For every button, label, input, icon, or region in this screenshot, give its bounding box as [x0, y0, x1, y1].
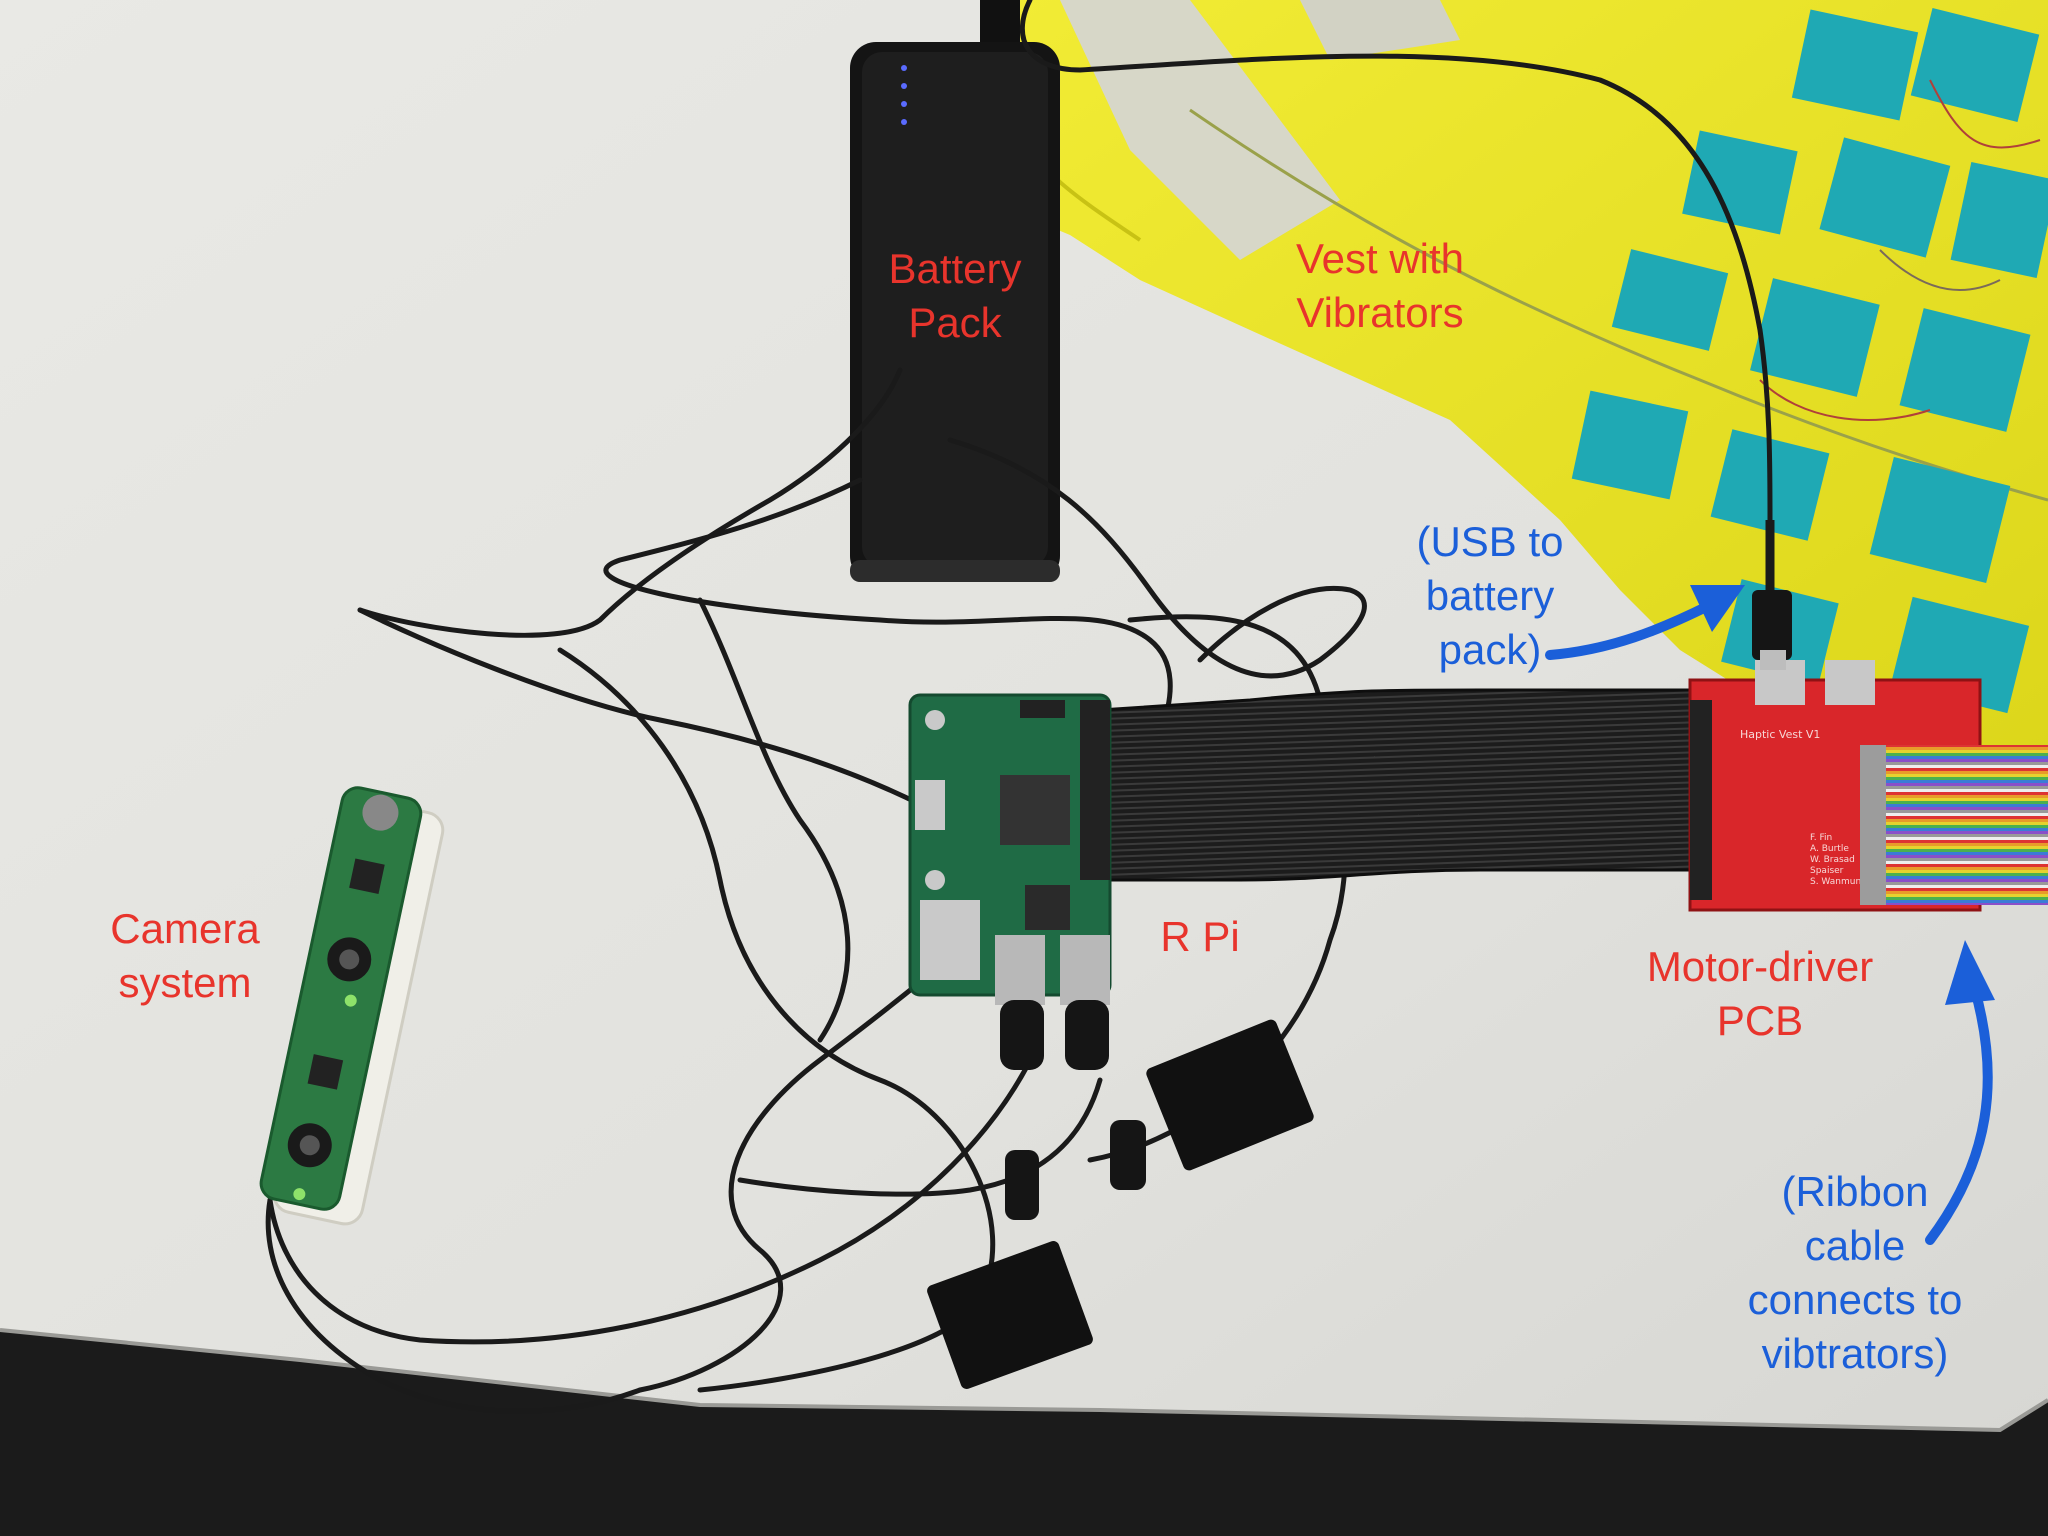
- label-usb-to-battery: (USB to battery pack): [1416, 518, 1564, 673]
- usb-arrow-head: [1690, 585, 1745, 632]
- pcb-usb-plug: [1752, 520, 1792, 670]
- rainbow-ribbon-cable: [1860, 745, 2048, 905]
- ribbon-arrow-head: [1945, 940, 1995, 1005]
- ribbon-arrow: [1925, 985, 1993, 1245]
- usb-plugs: [1000, 1000, 1146, 1220]
- label-camera-system: Camera system: [110, 905, 260, 1006]
- pcb-title: Haptic Vest V1: [1740, 728, 1820, 741]
- gpio-ribbon-cable: [1098, 688, 1692, 882]
- battery-pack: [850, 0, 1060, 582]
- label-motor-driver-pcb: Motor-driver PCB: [1646, 943, 1874, 1044]
- label-vest-with-vibrators: Vest with Vibrators: [1295, 235, 1465, 336]
- raspberry-pi-board: [908, 693, 1112, 1005]
- cable-tag-right: [1146, 1019, 1314, 1171]
- label-ribbon-cable: (Ribbon cable connects to vibtrators): [1747, 1168, 1963, 1377]
- vest-with-vibrators: [970, 0, 2048, 780]
- camera-system: [259, 786, 445, 1226]
- cable-tag-left: [927, 1241, 1093, 1389]
- label-r-pi: R Pi: [1160, 913, 1240, 960]
- table-edge: [0, 1328, 2048, 1433]
- usb-arrow: [1545, 600, 1715, 660]
- usb-cables: [265, 0, 1773, 1414]
- ribbon-connector: [1860, 745, 1886, 905]
- label-battery-pack: Battery Pack: [888, 245, 1022, 346]
